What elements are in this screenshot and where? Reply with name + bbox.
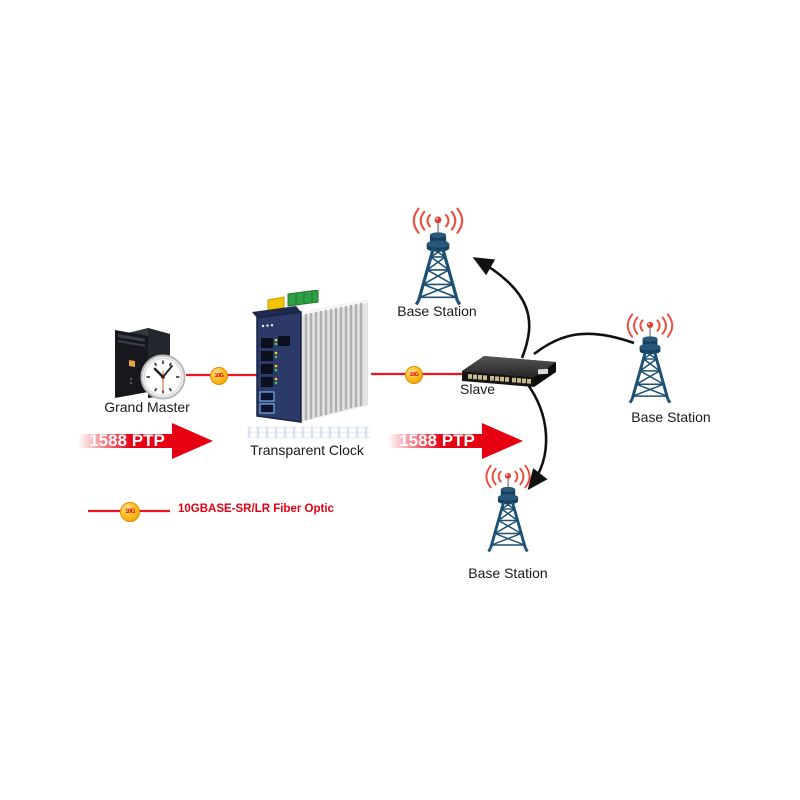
link-badge-2: 10G	[405, 366, 423, 384]
base-station-bottom-label: Base Station	[468, 565, 548, 581]
tower-lattice	[487, 501, 529, 553]
industrial-switch-icon	[252, 290, 368, 423]
radio-waves-icon	[412, 207, 464, 234]
base-station-top-label: Base Station	[397, 303, 477, 319]
radio-waves-icon	[626, 313, 674, 338]
ptp-arrow-1-label: 1588 PTP	[89, 431, 165, 450]
switch-top-face	[252, 306, 301, 318]
base-station-tower-icon	[626, 313, 674, 404]
cable-to-top-base-station	[472, 257, 531, 359]
base-station-top-figure	[397, 207, 479, 307]
hour-hand	[153, 367, 165, 379]
faint-model-text	[248, 427, 370, 438]
radio-waves-icon	[485, 464, 531, 489]
ptp-arrow-1: 1588 PTP	[78, 422, 213, 460]
antenna-mast	[507, 478, 510, 489]
rack-switch-icon	[462, 356, 556, 387]
switch-side	[534, 362, 556, 387]
antenna-mast	[649, 327, 652, 339]
antenna-ball	[646, 321, 654, 328]
legend-label: 10GBASE-SR/LR Fiber Optic	[178, 503, 334, 515]
port-blocks	[468, 374, 531, 384]
cable-to-right-base-station	[533, 332, 635, 356]
ptp-arrow-2-label: 1588 PTP	[399, 431, 475, 450]
slave-label: Slave	[460, 381, 496, 397]
uplink-ports	[538, 368, 548, 375]
sfp-slots	[259, 391, 275, 414]
ptp-arrow-2: 1588 PTP	[388, 422, 523, 460]
terminal-blocks	[267, 290, 319, 312]
status-leds	[261, 324, 274, 328]
base-station-tower-icon	[485, 464, 531, 553]
transparent-clock-label: Transparent Clock	[250, 442, 364, 458]
grand-master-figure	[115, 328, 186, 400]
link-badge-1: 10G	[210, 367, 228, 385]
minute-hand	[162, 365, 173, 378]
antenna-mast	[437, 223, 440, 235]
antenna-ball	[434, 216, 442, 224]
rj45-ports	[261, 336, 290, 387]
grand-master-label: Grand Master	[104, 399, 190, 415]
cable-curves	[472, 257, 635, 491]
base-station-right-figure	[612, 313, 688, 405]
clock-icon	[140, 354, 186, 400]
base-station-right-label: Base Station	[631, 409, 711, 425]
cable-to-bottom-base-station	[524, 381, 548, 491]
base-station-tower-icon	[412, 207, 464, 306]
legend-badge: 10G	[120, 502, 140, 522]
antenna-ball	[504, 472, 512, 479]
tower-lattice	[628, 350, 672, 404]
heatsink-fins	[304, 303, 363, 420]
tower-lattice	[414, 248, 462, 306]
base-station-bottom-figure	[472, 462, 544, 556]
